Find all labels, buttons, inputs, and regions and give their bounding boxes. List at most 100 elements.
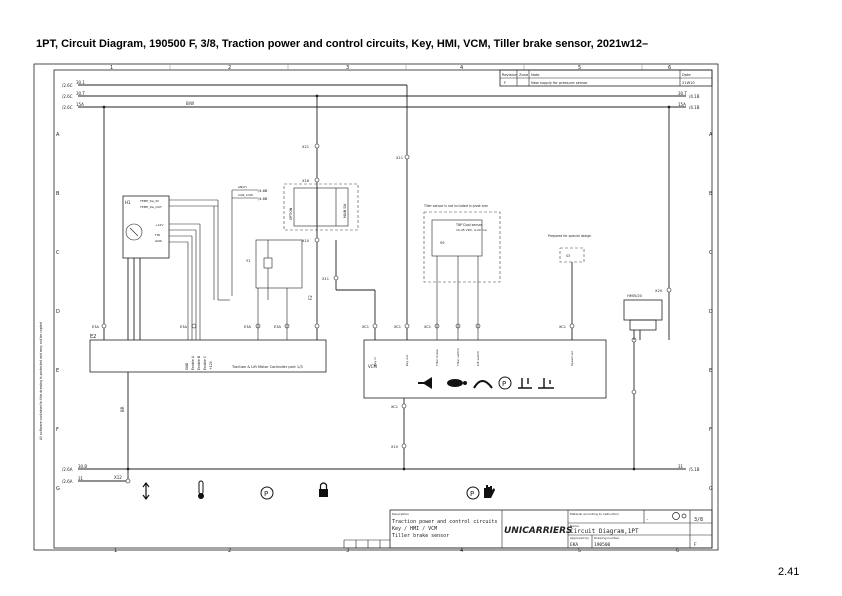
rev-value-revision: F	[504, 81, 506, 85]
bus-lines	[78, 84, 686, 482]
component-h1: H1 TEMP_Sw_IN TEMP_Sw_OUT +12V FIN GND	[122, 189, 258, 340]
wire-label-x12: X12	[114, 475, 122, 480]
col-bottom-2: 2	[228, 548, 231, 554]
h1-pin-3: +12V	[155, 223, 164, 227]
up-down-arrow-icon	[142, 482, 150, 500]
vcm-pin-7: Speed sel.	[570, 350, 574, 366]
tb-drawing-number: 190500	[594, 542, 611, 548]
svg-text:P: P	[502, 380, 506, 388]
page-title: 1PT, Circuit Diagram, 190500 F, 3/8, Tra…	[36, 38, 649, 50]
wire-label-br: BR	[120, 406, 125, 412]
row-right-g: G	[709, 486, 713, 492]
h1-pin-5: GND	[155, 239, 163, 243]
title-block: Description Traction power and control c…	[343, 509, 713, 549]
mid-ref-1: /4.6B	[258, 189, 268, 193]
row-right-d: D	[709, 309, 713, 315]
parking-brake-icon-2: P	[466, 486, 480, 500]
vertical-wires	[102, 85, 671, 481]
row-left-b: B	[56, 191, 60, 197]
e2-pin-4: Enable C	[203, 355, 207, 370]
special-id: S3	[566, 254, 570, 258]
wire-label-f2: F2	[308, 295, 313, 300]
vcm-pin-1: Key in	[373, 357, 377, 366]
ref-right-1: /4.1B	[689, 94, 700, 99]
net-right-2: 15A	[678, 102, 686, 107]
rev-value-date: 21W10	[682, 81, 695, 85]
ref-right-2: /4.1B	[689, 105, 700, 110]
component-vcm: VCM Key in Key out Tiller brake Tiller s…	[363, 339, 607, 399]
connector-xc1-3: XC1	[424, 325, 431, 329]
tiller-sensor-id: S9	[440, 241, 445, 245]
special-note: Prepared for special design	[548, 234, 591, 238]
connector-x20: X20	[655, 289, 663, 293]
connector-x21: X21	[302, 145, 309, 149]
mid-net-1: ANCH	[238, 185, 247, 189]
mid-net-2: CAN_LOW	[238, 193, 253, 197]
tb-drawing-number-label: Drawing number	[594, 536, 620, 540]
net-right-3: 31	[678, 464, 684, 469]
net-right-1: 30.T	[678, 91, 687, 96]
component-special-design: Prepared for special design S3	[548, 234, 591, 263]
connector-e3a-3: E3A	[244, 325, 252, 329]
company-logo: UNICARRIERS	[504, 526, 573, 536]
vcm-label: VCM	[368, 364, 378, 369]
ref-left-3: /2.6C	[62, 105, 73, 110]
connector-xc1-5: XC1	[391, 405, 398, 409]
title-block-small-grid	[343, 539, 390, 549]
component-y1: Y1	[246, 239, 303, 340]
tb-approved-label: Approved by	[570, 536, 589, 540]
tb-drawn-by: EKA	[570, 542, 578, 548]
row-left-a: A	[56, 132, 60, 138]
turtle-icon	[447, 379, 467, 387]
h1-pin-4: FIN	[155, 233, 160, 237]
right-references: 30.T /4.1B 15A /4.1B 31 /5.1B	[678, 91, 700, 472]
ref-left-5: /2.6A	[62, 479, 73, 484]
component-e2: E2 Traction & Lift Motor Controller part…	[89, 334, 327, 373]
tb-description-label: Description	[392, 512, 409, 516]
row-left-e: E	[56, 368, 59, 374]
vcm-pin-5: Lift switch	[476, 351, 480, 366]
e2-pin-2: Enable A	[191, 355, 195, 370]
tb-description-2: Key / HMI / VCM	[392, 526, 437, 532]
row-right-b: B	[709, 191, 713, 197]
col-top-5: 5	[578, 65, 581, 71]
connector-e3a-1: E3A	[92, 325, 100, 329]
row-left-c: C	[56, 250, 60, 256]
row-right-f: F	[709, 427, 712, 433]
net-left-3: 15A	[76, 102, 84, 107]
vcm-pin-3: Tiller brake	[435, 349, 439, 367]
tb-sheet: 3/8	[694, 517, 703, 523]
connector-x16: X16	[302, 179, 310, 183]
connector-e3a-4: E3A	[274, 325, 282, 329]
tiller-sensor-detail: 10-45 VDC, 4-20 mA	[456, 228, 488, 232]
vcm-pin-2: Key out	[405, 354, 409, 366]
lift-down-icon	[538, 378, 554, 389]
connector-xc1-4: XC1	[559, 325, 566, 329]
rev-header-zone: Zone	[519, 73, 529, 77]
lift-up-icon	[518, 378, 532, 389]
e2-title: Traction & Lift Motor Controller part 1/…	[231, 365, 303, 369]
col-top-2: 2	[228, 65, 231, 71]
ref-right-3: /5.1B	[689, 467, 700, 472]
connector-x10: X10	[302, 239, 310, 243]
sheet-inner-border	[53, 69, 713, 549]
col-bottom-3: 3	[346, 548, 349, 554]
connector-x11b: X11	[322, 277, 329, 281]
y1-label: Y1	[246, 259, 250, 263]
tb-description-1: Traction power and control circuits	[392, 519, 497, 525]
switch-main-label: MAIN SW	[343, 203, 347, 218]
tb-name-label: Name	[570, 524, 579, 528]
rev-value-note: New supply for pressure sensor	[531, 81, 588, 85]
h1-pin-1: TEMP_Sw_IN	[139, 199, 159, 203]
padlock-icon	[319, 482, 328, 497]
row-left-g: G	[56, 486, 60, 492]
col-bottom-5: 5	[578, 548, 581, 554]
col-bottom-6: 6	[676, 548, 679, 554]
tb-drawing-name: Circuit Diagram,1PT	[570, 528, 639, 535]
e2-label: E2	[90, 334, 96, 340]
svg-text:P: P	[264, 490, 268, 498]
ref-left-4: /2.6A	[62, 467, 73, 472]
row-right-a: A	[709, 132, 713, 138]
component-hmi: HMI5/20	[623, 294, 670, 340]
